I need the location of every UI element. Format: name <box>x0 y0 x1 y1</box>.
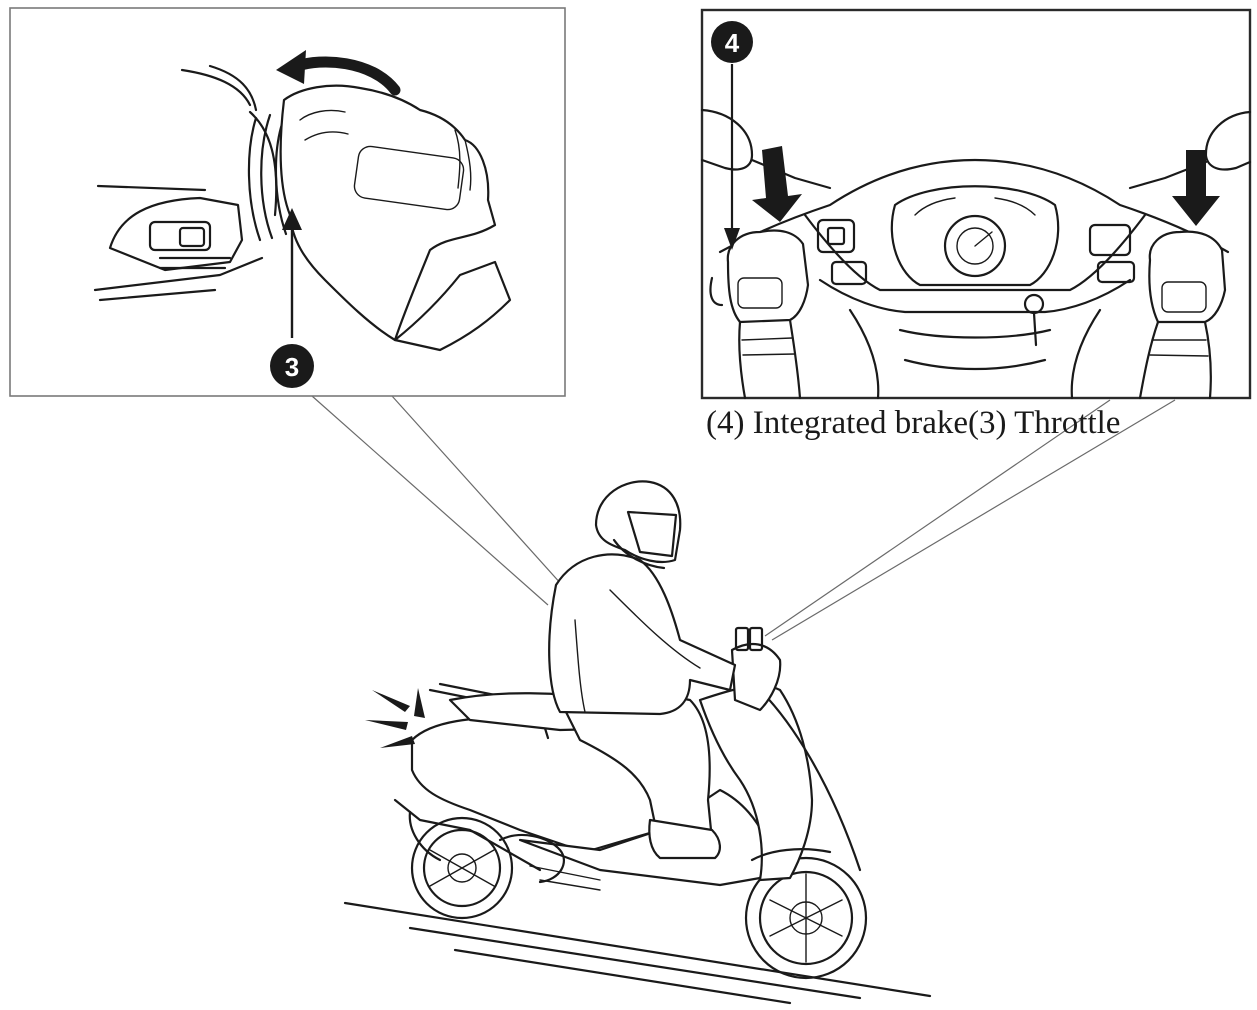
left-callout-line-b <box>391 395 581 606</box>
scooter-lower-rear <box>393 798 542 872</box>
curved-arrow-icon <box>292 56 401 96</box>
ground-line-2 <box>408 926 862 1000</box>
rear-wheel <box>410 816 514 920</box>
motion-burst-icon <box>365 688 425 748</box>
throttle-detail-panel: 3 <box>9 7 566 397</box>
callout-lines <box>311 395 1176 641</box>
left-callout-line-a <box>311 395 549 606</box>
helmet-visor <box>626 510 678 558</box>
right-switch-block <box>1088 223 1132 257</box>
scooter-front-apron <box>698 684 814 882</box>
ground-line-1 <box>343 901 932 998</box>
front-fender <box>758 688 862 872</box>
caption-label: (4) Integrated brake(3) Throttle <box>706 405 1121 441</box>
badge-3-label: 3 <box>285 352 299 382</box>
curved-arrow-head <box>276 50 306 84</box>
left-switch-block <box>816 218 856 254</box>
right-callout-line-b <box>771 399 1176 641</box>
speedometer-dial <box>943 214 1007 278</box>
rider-jacket <box>548 553 737 716</box>
badge-3 <box>270 344 314 388</box>
down-arrow-icon-right <box>1172 150 1220 226</box>
right-gloved-hand <box>1148 230 1227 324</box>
rider-helmet <box>594 480 682 564</box>
left-mirror <box>700 108 754 171</box>
handlebar-body <box>718 158 1230 254</box>
ground-line-3 <box>453 948 792 1005</box>
left-gloved-hand <box>726 229 810 324</box>
right-callout-line-a <box>764 399 1111 637</box>
switch-housing <box>108 196 244 272</box>
gloved-hand-left <box>279 84 497 342</box>
front-wheel <box>744 856 868 980</box>
handlebar-detail-panel: 4 <box>700 8 1252 400</box>
handlebar-lever <box>93 256 264 292</box>
rider-shoe <box>648 818 721 860</box>
rider-on-scooter <box>343 480 932 1005</box>
instrument-cluster <box>890 185 1060 287</box>
badge-4 <box>711 21 753 63</box>
badge-4-label: 4 <box>725 28 740 58</box>
down-arrow-icon <box>752 146 802 222</box>
